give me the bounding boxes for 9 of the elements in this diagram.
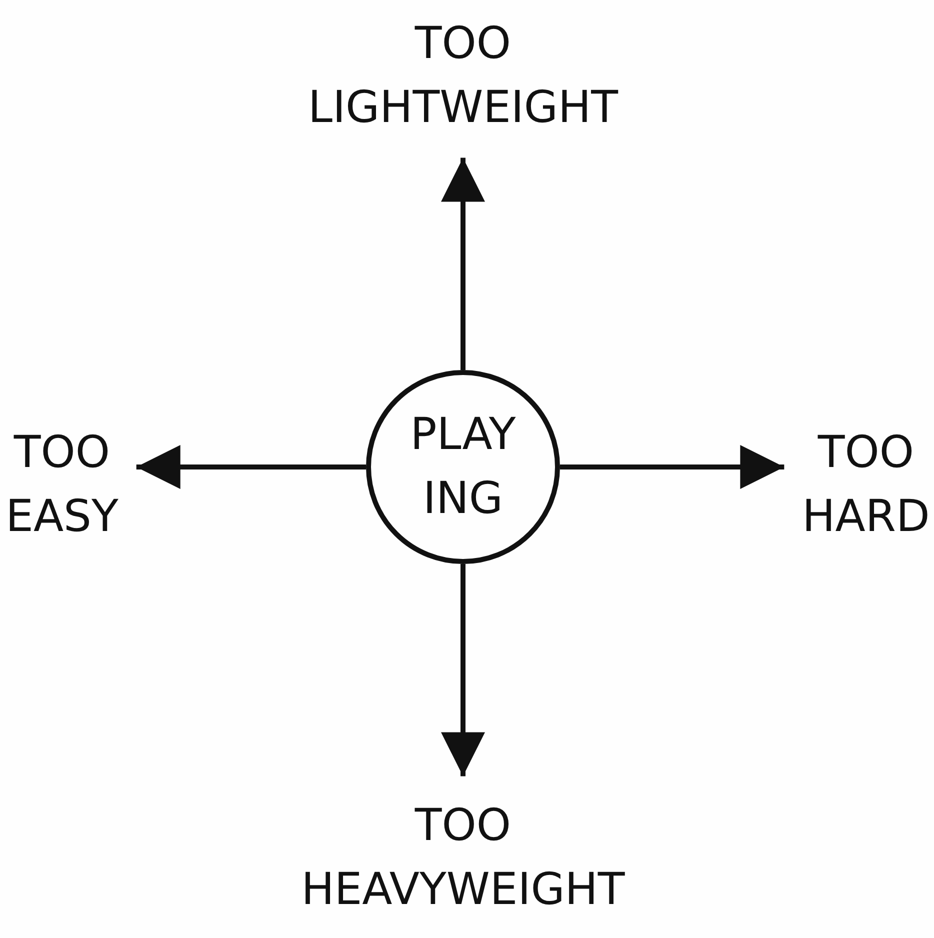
node-label: TOO HARD bbox=[784, 403, 934, 567]
arrow bbox=[136, 445, 366, 489]
node-label: TOO HEAVYWEIGHT bbox=[283, 776, 643, 938]
arrow bbox=[560, 445, 784, 489]
arrow bbox=[441, 564, 485, 776]
arrow bbox=[441, 158, 485, 370]
node-label: TOO LIGHTWEIGHT bbox=[290, 0, 636, 158]
node-label: PLAY ING bbox=[410, 408, 516, 526]
node-label: TOO EASY bbox=[0, 403, 136, 567]
